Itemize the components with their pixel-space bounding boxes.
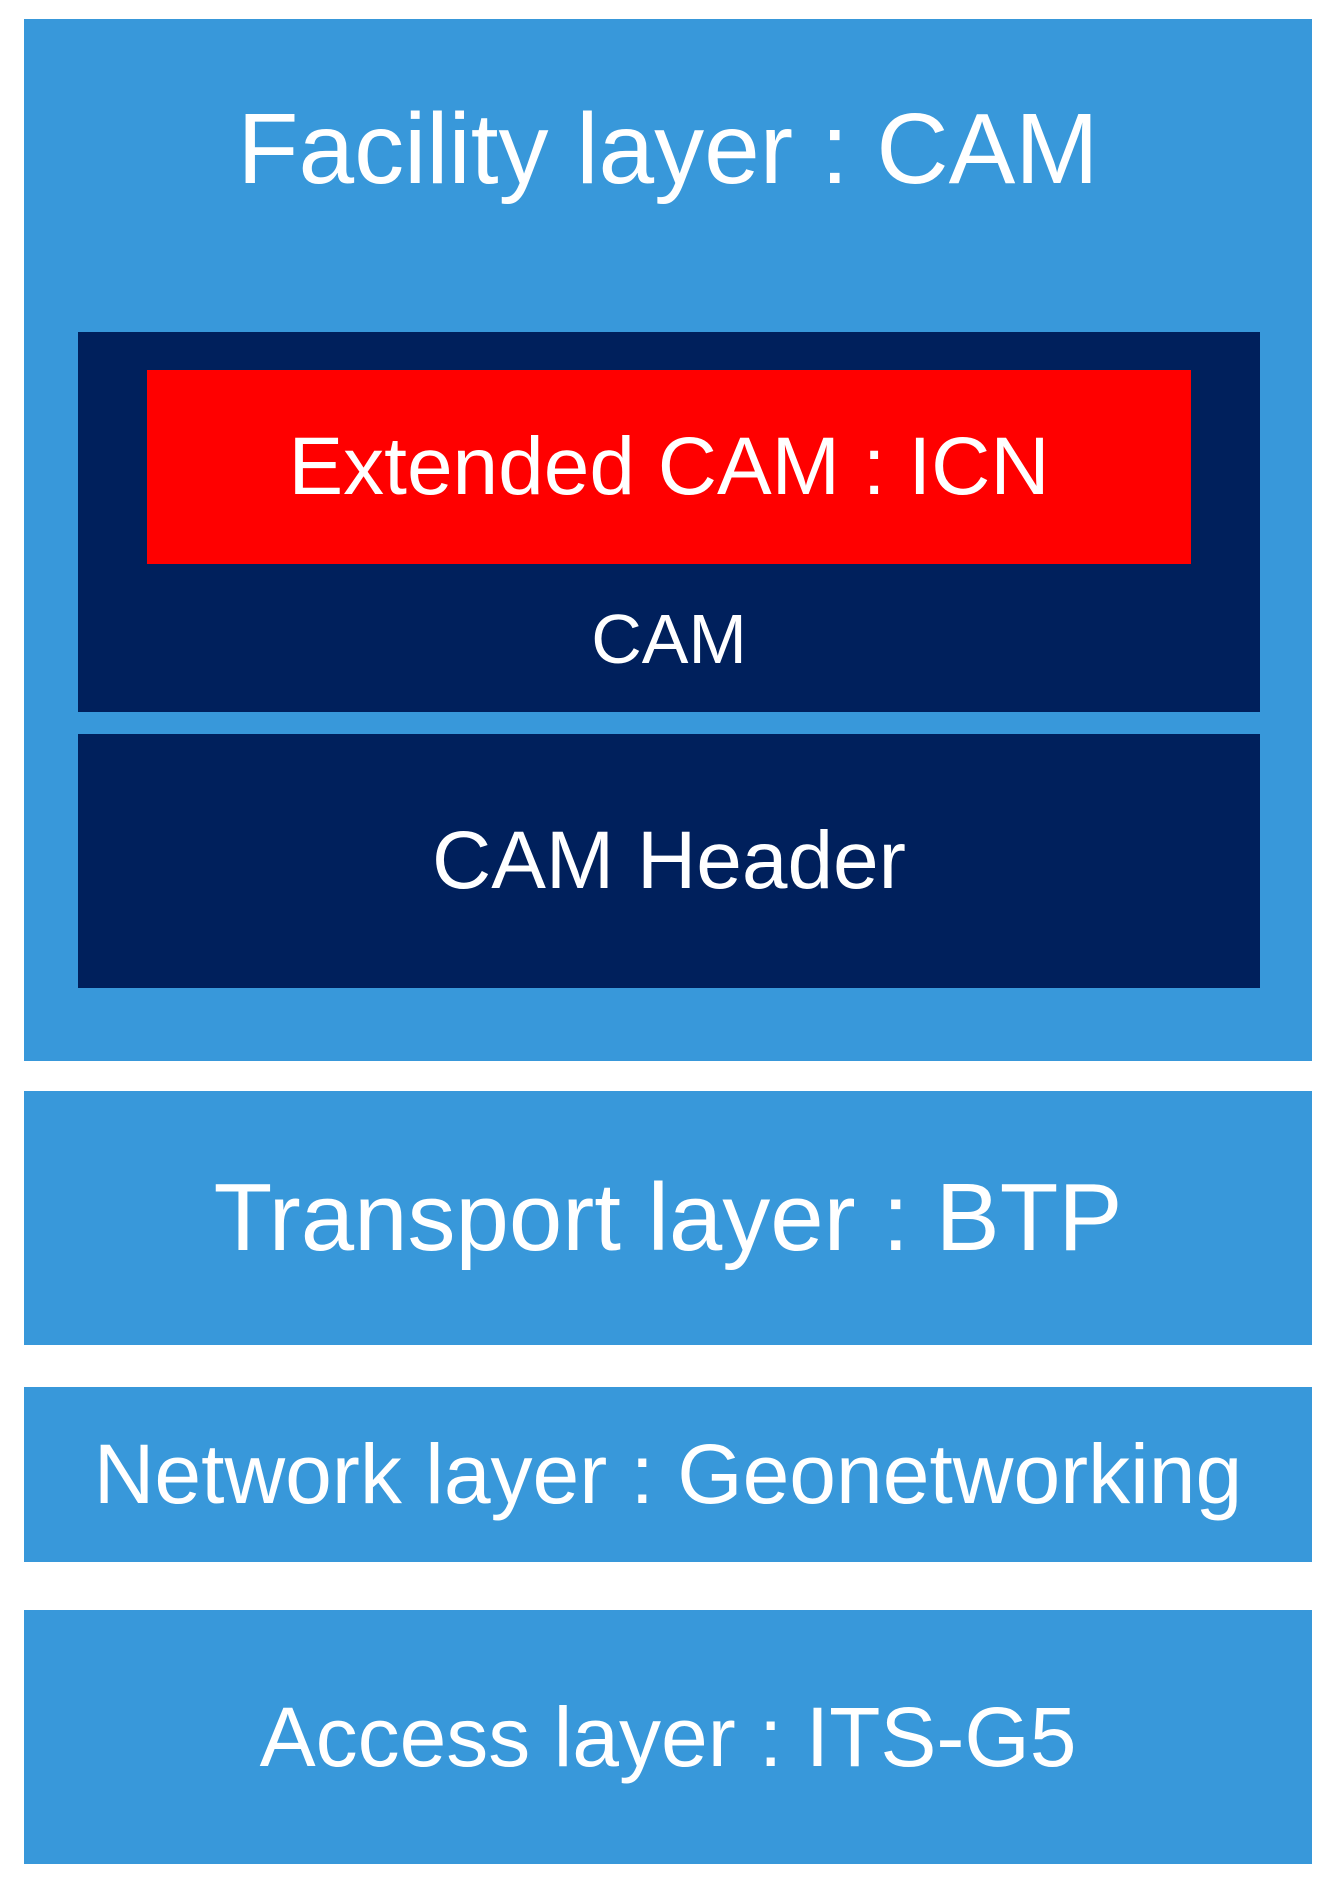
transport-layer: Transport layer : BTP — [24, 1091, 1312, 1345]
extended-cam-block: Extended CAM : ICN — [147, 370, 1191, 564]
network-layer-label: Network layer : Geonetworking — [93, 1427, 1243, 1521]
cam-header-label: CAM Header — [432, 815, 906, 906]
cam-label: CAM — [591, 600, 747, 678]
extended-cam-label: Extended CAM : ICN — [288, 421, 1050, 512]
cam-block: Extended CAM : ICN CAM — [78, 332, 1260, 712]
transport-layer-label: Transport layer : BTP — [213, 1164, 1123, 1271]
access-layer-label: Access layer : ITS-G5 — [259, 1690, 1077, 1784]
cam-header-block: CAM Header — [78, 734, 1260, 988]
network-layer: Network layer : Geonetworking — [24, 1387, 1312, 1562]
facility-layer: Facility layer : CAM Extended CAM : ICN … — [24, 19, 1312, 1061]
facility-layer-label: Facility layer : CAM — [237, 93, 1099, 205]
access-layer: Access layer : ITS-G5 — [24, 1610, 1312, 1864]
